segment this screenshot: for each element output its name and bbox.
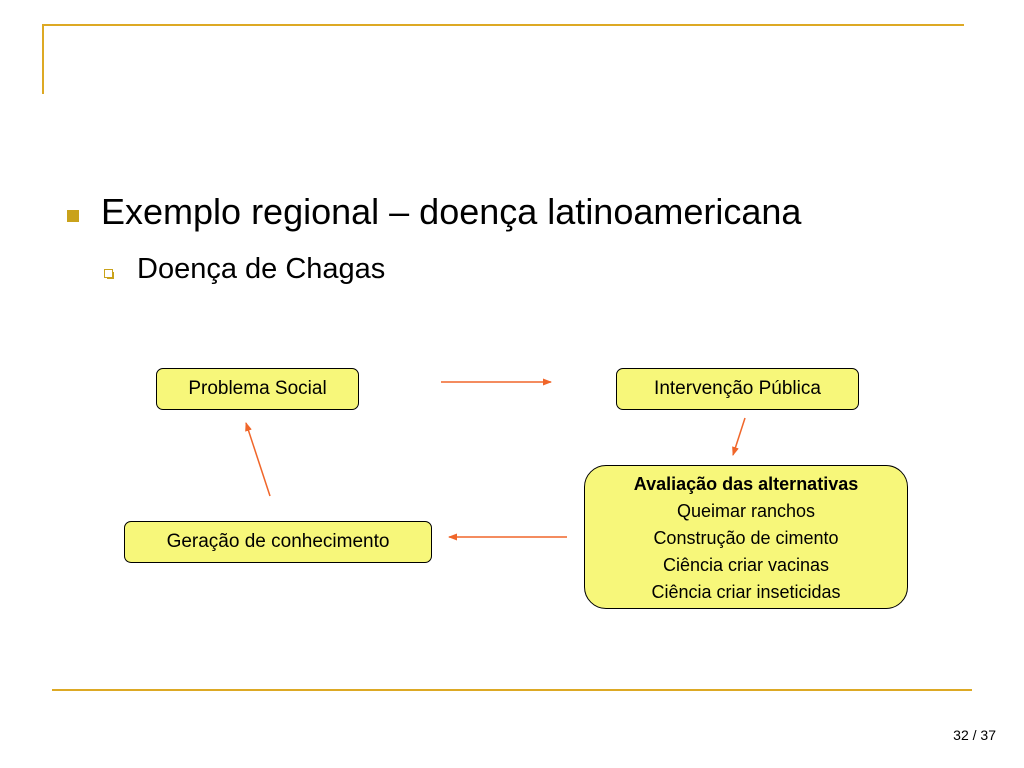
avaliacao-item: Construção de cimento [653, 528, 839, 548]
square-bullet-icon [67, 210, 79, 222]
slide-subtitle: Doença de Chagas [137, 253, 386, 285]
node-problema-social-label: Problema Social [188, 378, 327, 399]
avaliacao-item: Ciência criar inseticidas [651, 582, 841, 602]
avaliacao-item: Queimar ranchos [676, 501, 816, 521]
node-problema-social: Problema Social [156, 368, 359, 410]
arrow-geracao-to-problema [245, 422, 271, 497]
node-geracao-conhecimento: Geração de conhecimento [124, 521, 432, 563]
node-geracao-conhecimento-label: Geração de conhecimento [166, 531, 390, 552]
slide-title: Exemplo regional – doença latinoamerican… [101, 191, 802, 232]
node-intervencao-publica: Intervenção Pública [616, 368, 859, 410]
top-accent-line [42, 24, 964, 26]
node-intervencao-publica-label: Intervenção Pública [654, 378, 821, 399]
bottom-accent-line [52, 689, 972, 691]
box-bullet-icon [104, 269, 114, 279]
node-avaliacao-alternativas: Avaliação das alternativas Queimar ranch… [584, 465, 908, 609]
avaliacao-title: Avaliação das alternativas [633, 474, 859, 494]
page-number: 32 / 37 [953, 727, 996, 743]
avaliacao-item: Ciência criar vacinas [662, 555, 830, 575]
left-accent-line [42, 24, 44, 94]
arrow-intervencao-to-avaliacao [732, 417, 746, 456]
